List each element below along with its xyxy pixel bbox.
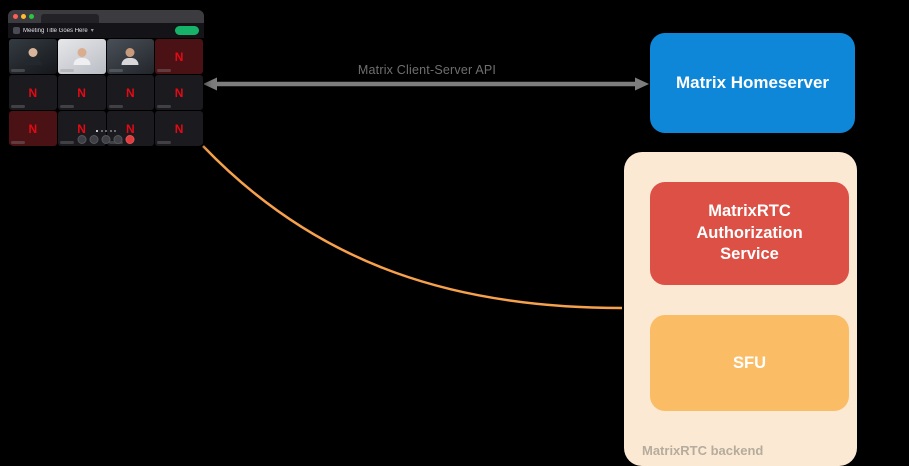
page-dot[interactable] [96,130,98,132]
window-chrome-bar [8,10,204,23]
zoom-button[interactable] [29,14,34,19]
brand-n-logo: N [174,49,184,64]
connection-pill[interactable] [175,26,199,35]
call-app-window: Meeting Title Goes Here ▾ N N N N N N N N N [8,10,204,146]
auth-service-label: MatrixRTC Authorization Service [696,201,803,264]
camera-button[interactable] [89,135,99,144]
logo-tile: N [106,75,155,110]
page-dot[interactable] [105,130,107,132]
video-tile [106,39,155,74]
auth-service-box: MatrixRTC Authorization Service [650,182,849,285]
traffic-lights [13,14,37,19]
brand-n-logo: N [174,85,184,100]
close-button[interactable] [13,14,18,19]
homeserver-box: Matrix Homeserver [650,33,855,133]
tile-grid: N N N N N N N N N [8,38,204,146]
arrowhead-right-icon [635,77,649,91]
brand-n-logo: N [126,85,135,100]
brand-n-logo: N [77,85,86,100]
page-dots [96,130,116,132]
meeting-title: Meeting Title Goes Here [23,27,88,34]
page-dot[interactable] [114,130,116,132]
logo-tile: N [9,75,57,110]
call-controls [77,135,135,144]
logo-tile: N [155,75,203,110]
sfu-label: SFU [733,353,766,372]
arrowhead-left-icon [203,77,217,91]
logo-tile: N [155,111,203,146]
leave-call-button[interactable] [125,135,135,144]
video-tile [57,39,106,74]
brand-n-logo: N [126,121,135,136]
api-arrow-label: Matrix Client-Server API [357,63,497,77]
video-tile [9,39,57,74]
page-dot[interactable] [109,130,112,132]
sfu-box: SFU [650,315,849,411]
client-sfu-link [202,145,623,310]
logo-tile: N [9,111,57,146]
brand-n-logo: N [77,121,86,136]
mic-button[interactable] [77,135,87,144]
browser-tab[interactable] [41,14,99,23]
person-silhouette [120,48,140,65]
minimize-button[interactable] [21,14,26,19]
call-header: Meeting Title Goes Here ▾ [8,23,204,38]
person-silhouette [23,48,43,65]
brand-n-logo: N [174,121,184,136]
brand-n-logo: N [28,85,38,100]
brand-n-logo: N [28,121,38,136]
page-dot[interactable] [100,130,103,132]
logo-tile: N [57,75,106,110]
logo-tile: N [155,39,203,74]
person-silhouette [72,48,92,65]
more-button[interactable] [113,135,123,144]
backend-label: MatrixRTC backend [642,443,764,458]
homeserver-label: Matrix Homeserver [675,73,830,92]
screen-share-button[interactable] [101,135,111,144]
room-avatar [13,27,20,34]
backend-container: MatrixRTC Authorization Service SFU Matr… [624,152,857,466]
chevron-down-icon[interactable]: ▾ [90,28,94,34]
